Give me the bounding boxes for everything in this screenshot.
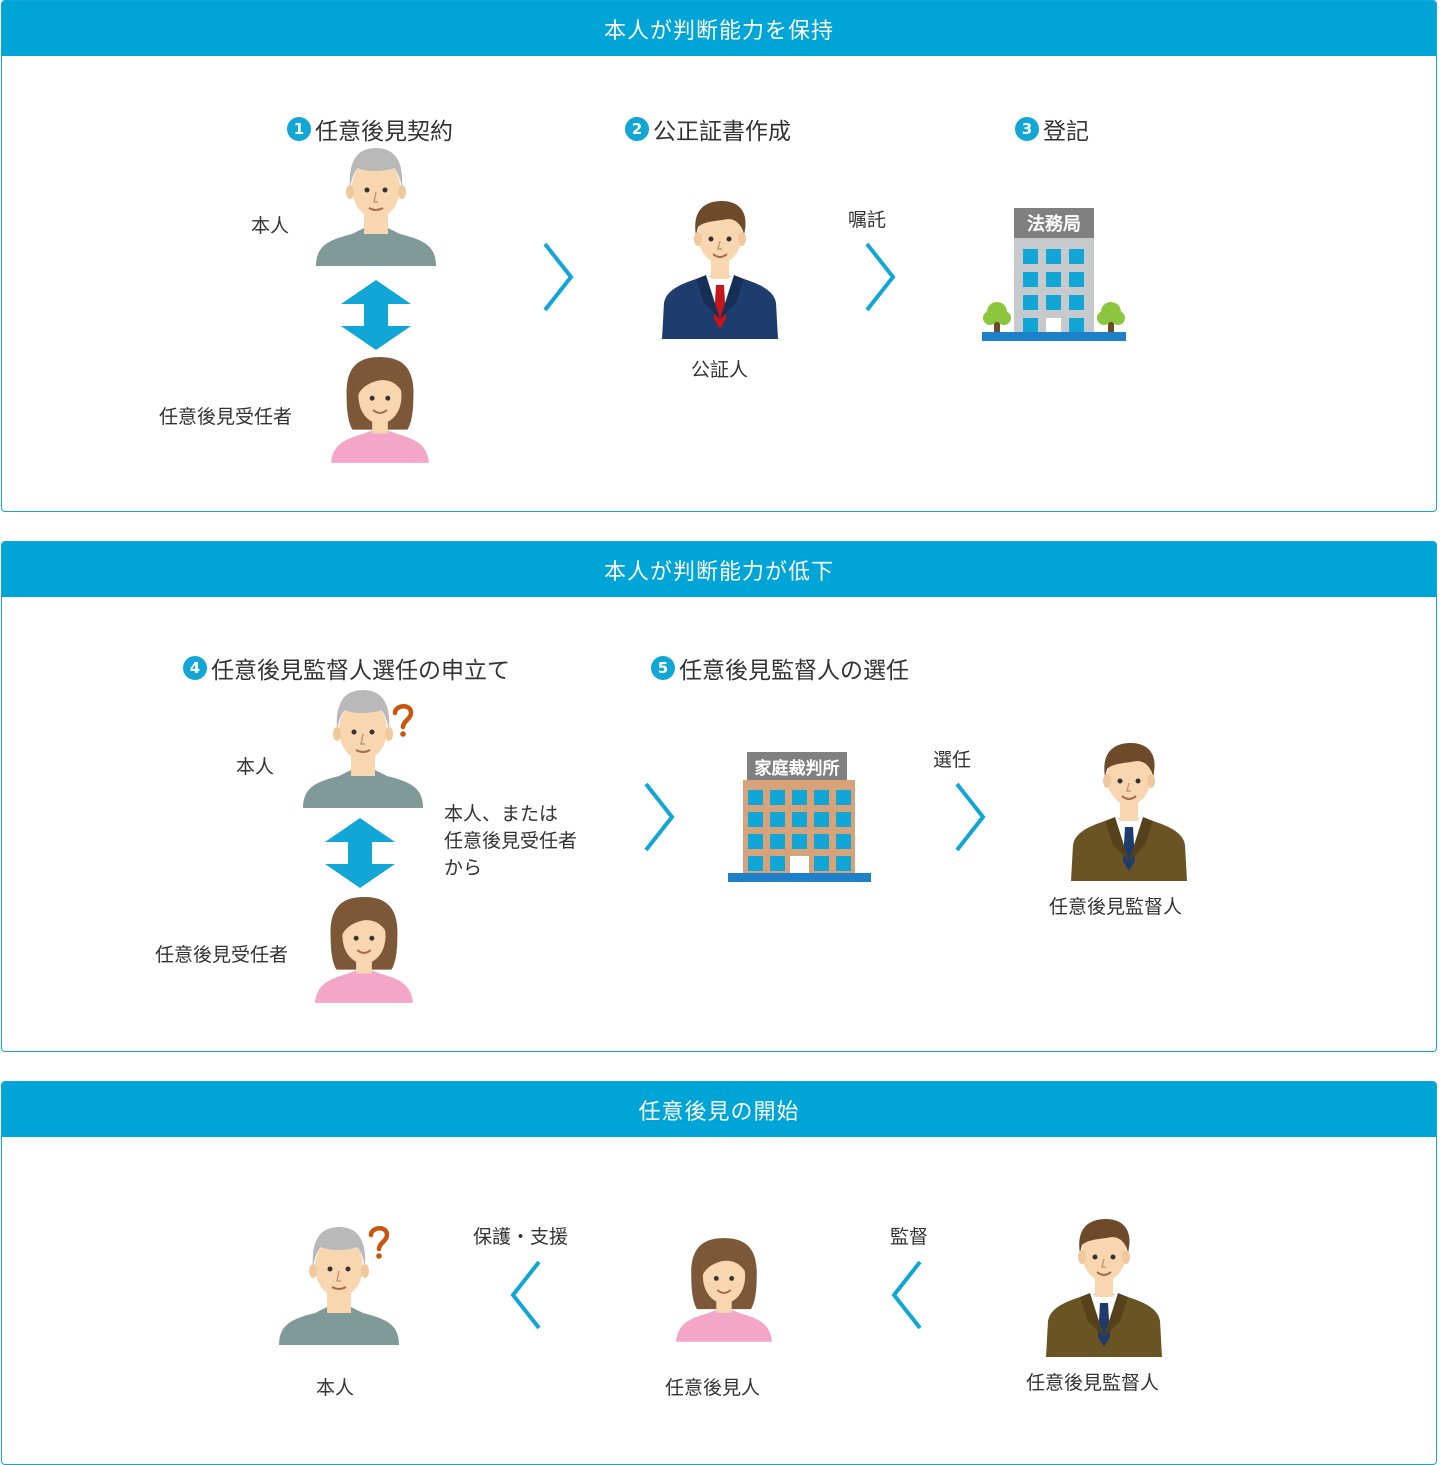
applicant-note-line: 本人、または bbox=[444, 803, 559, 825]
guardian-label: 任意後見人 bbox=[665, 1377, 761, 1399]
agent-label: 任意後見受任者 bbox=[155, 944, 289, 966]
section-1-panel: 本人が判断能力を保持 bbox=[1, 0, 1437, 512]
question-mark-icon bbox=[367, 1225, 391, 1259]
step-number-badge: 2 bbox=[625, 117, 649, 141]
applicant-note-line: 任意後見受任者 bbox=[444, 830, 578, 852]
agent-label: 任意後見受任者 bbox=[159, 406, 293, 428]
commission-label: 嘱託 bbox=[848, 209, 887, 231]
applicant-note: 本人、または 任意後見受任者 から bbox=[444, 801, 577, 882]
chevron-left-icon bbox=[890, 1258, 924, 1332]
step-number-badge: 1 bbox=[287, 117, 311, 141]
elder-person-icon bbox=[314, 142, 438, 266]
step-number-badge: 4 bbox=[183, 656, 207, 680]
applicant-note-line: から bbox=[444, 857, 483, 879]
notary-label: 公証人 bbox=[691, 359, 749, 381]
supervisor-label: 任意後見監督人 bbox=[1026, 1372, 1160, 1394]
building-sign: 家庭裁判所 bbox=[747, 752, 847, 780]
section-2-panel: 本人が判断能力が低下 bbox=[1, 541, 1437, 1052]
supervisor-icon bbox=[1046, 1216, 1162, 1358]
appoint-label: 選任 bbox=[933, 749, 972, 771]
double-arrow-icon bbox=[325, 818, 395, 888]
section-2-title: 本人が判断能力が低下 bbox=[2, 542, 1436, 597]
supervisor-label: 任意後見監督人 bbox=[1049, 896, 1183, 918]
woman-icon bbox=[331, 355, 429, 463]
chevron-right-icon bbox=[953, 780, 987, 854]
step-label: 任意後見監督人の選任 bbox=[679, 658, 909, 684]
person-label: 本人 bbox=[236, 756, 275, 778]
question-mark-icon bbox=[391, 703, 415, 737]
chevron-right-icon bbox=[863, 240, 897, 314]
woman-icon bbox=[676, 1236, 772, 1344]
step-number-badge: 3 bbox=[1015, 117, 1039, 141]
double-arrow-icon bbox=[341, 280, 411, 350]
woman-icon bbox=[315, 895, 413, 1003]
legal-affairs-bureau-building-icon: 法務局 bbox=[982, 208, 1126, 342]
person-label: 本人 bbox=[316, 1377, 355, 1399]
step-4: 4 任意後見監督人選任の申立て bbox=[183, 651, 510, 685]
chevron-right-icon bbox=[642, 780, 676, 854]
step-label: 任意後見契約 bbox=[315, 119, 453, 145]
chevron-left-icon bbox=[509, 1258, 543, 1332]
chevron-right-icon bbox=[541, 240, 575, 314]
step-label: 任意後見監督人選任の申立て bbox=[211, 658, 510, 684]
family-court-building-icon: 家庭裁判所 bbox=[728, 752, 871, 884]
step-label: 公正証書作成 bbox=[653, 119, 791, 145]
step-label: 登記 bbox=[1043, 119, 1089, 145]
step-2: 2 公正証書作成 bbox=[625, 112, 791, 146]
supervisor-icon bbox=[1071, 740, 1187, 882]
building-sign: 法務局 bbox=[1014, 208, 1094, 238]
supervise-label: 監督 bbox=[890, 1226, 929, 1248]
section-1-title: 本人が判断能力を保持 bbox=[2, 1, 1436, 56]
step-1: 1 任意後見契約 bbox=[287, 112, 453, 146]
section-3-title: 任意後見の開始 bbox=[2, 1082, 1436, 1137]
person-label: 本人 bbox=[251, 215, 290, 237]
step-5: 5 任意後見監督人の選任 bbox=[651, 651, 909, 685]
protect-support-label: 保護・支援 bbox=[473, 1226, 569, 1248]
notary-icon bbox=[662, 198, 778, 340]
step-number-badge: 5 bbox=[651, 656, 675, 680]
step-3: 3 登記 bbox=[1015, 112, 1089, 146]
